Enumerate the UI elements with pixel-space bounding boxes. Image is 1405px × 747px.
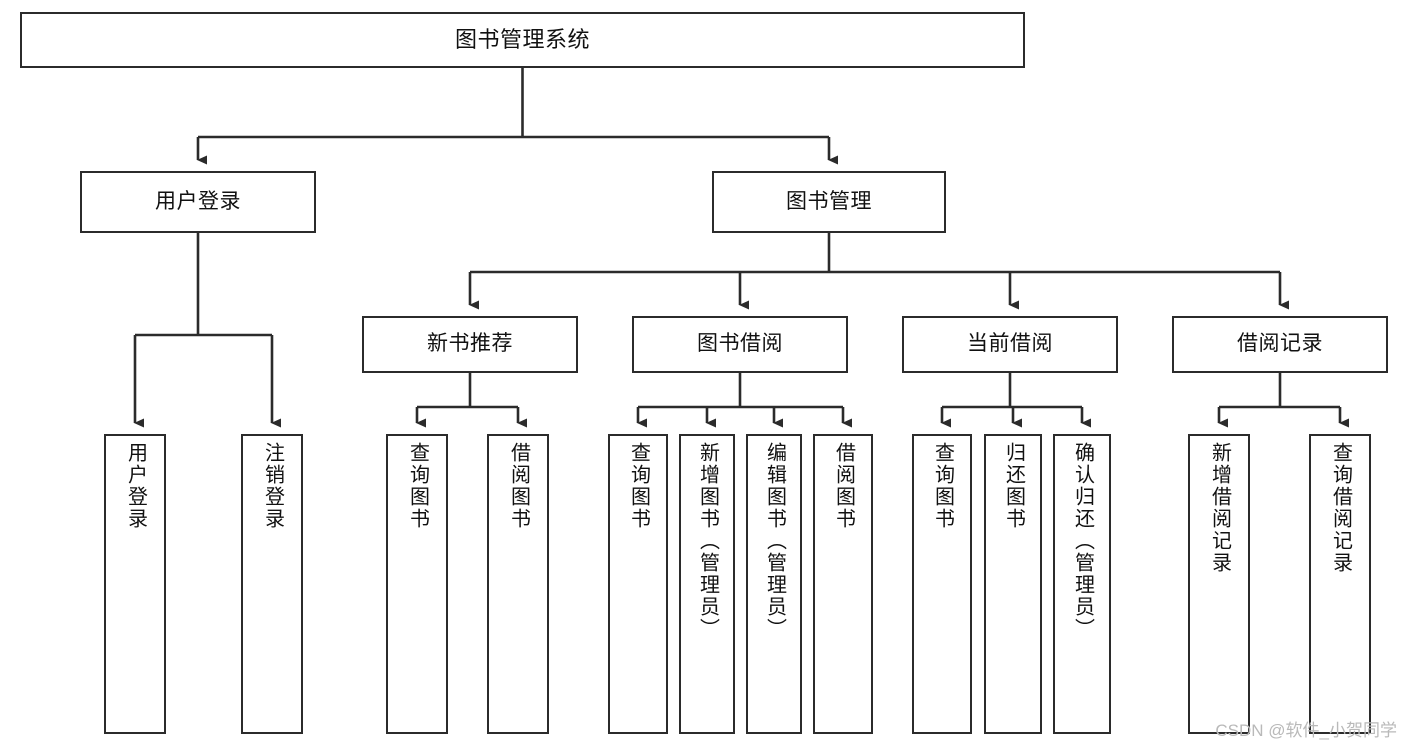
leaf-user-logout[interactable]: 注销登录 xyxy=(241,434,303,734)
leaf-borrow-add-book-admin[interactable]: 新增图书（管理员） xyxy=(679,434,735,734)
leaf-newbook-borrow-book[interactable]: 借阅图书 xyxy=(487,434,549,734)
node-label: 借阅图书 xyxy=(507,442,530,530)
leaf-newbook-query-book[interactable]: 查询图书 xyxy=(386,434,448,734)
watermark-text: CSDN @软件_小贺同学 xyxy=(1215,721,1397,740)
node-borrow-records[interactable]: 借阅记录 xyxy=(1172,316,1388,373)
node-label: 用户登录 xyxy=(155,189,241,213)
node-label: 借阅记录 xyxy=(1237,332,1323,356)
leaf-borrow-borrow-book[interactable]: 借阅图书 xyxy=(813,434,873,734)
node-label: 确认归还（管理员） xyxy=(1071,442,1094,640)
node-label: 注销登录 xyxy=(261,442,284,530)
leaf-current-return-book[interactable]: 归还图书 xyxy=(984,434,1042,734)
leaf-current-confirm-return-admin[interactable]: 确认归还（管理员） xyxy=(1053,434,1111,734)
node-current-borrow[interactable]: 当前借阅 xyxy=(902,316,1118,373)
node-label: 当前借阅 xyxy=(967,332,1053,356)
node-label: 图书管理 xyxy=(786,189,872,213)
node-label: 查询图书 xyxy=(627,442,650,530)
node-label: 编辑图书（管理员） xyxy=(763,442,786,640)
node-label: 查询借阅记录 xyxy=(1329,442,1352,574)
node-book-borrow[interactable]: 图书借阅 xyxy=(632,316,848,373)
node-label: 归还图书 xyxy=(1002,442,1025,530)
node-user-login[interactable]: 用户登录 xyxy=(80,171,316,233)
leaf-user-login[interactable]: 用户登录 xyxy=(104,434,166,734)
leaf-records-query-record[interactable]: 查询借阅记录 xyxy=(1309,434,1371,734)
node-label: 借阅图书 xyxy=(832,442,855,530)
leaf-current-query-book[interactable]: 查询图书 xyxy=(912,434,972,734)
node-label: 用户登录 xyxy=(124,442,147,530)
leaf-borrow-edit-book-admin[interactable]: 编辑图书（管理员） xyxy=(746,434,802,734)
node-label: 图书借阅 xyxy=(697,332,783,356)
node-book-management[interactable]: 图书管理 xyxy=(712,171,946,233)
node-label: 图书管理系统 xyxy=(454,27,590,53)
node-label: 新书推荐 xyxy=(427,332,513,356)
node-label: 查询图书 xyxy=(931,442,954,530)
node-label: 新增借阅记录 xyxy=(1208,442,1231,574)
node-new-book-recommend[interactable]: 新书推荐 xyxy=(362,316,578,373)
node-label: 新增图书（管理员） xyxy=(696,442,719,640)
node-root-system[interactable]: 图书管理系统 xyxy=(20,12,1025,68)
node-label: 查询图书 xyxy=(406,442,429,530)
leaf-records-add-record[interactable]: 新增借阅记录 xyxy=(1188,434,1250,734)
leaf-borrow-query-book[interactable]: 查询图书 xyxy=(608,434,668,734)
